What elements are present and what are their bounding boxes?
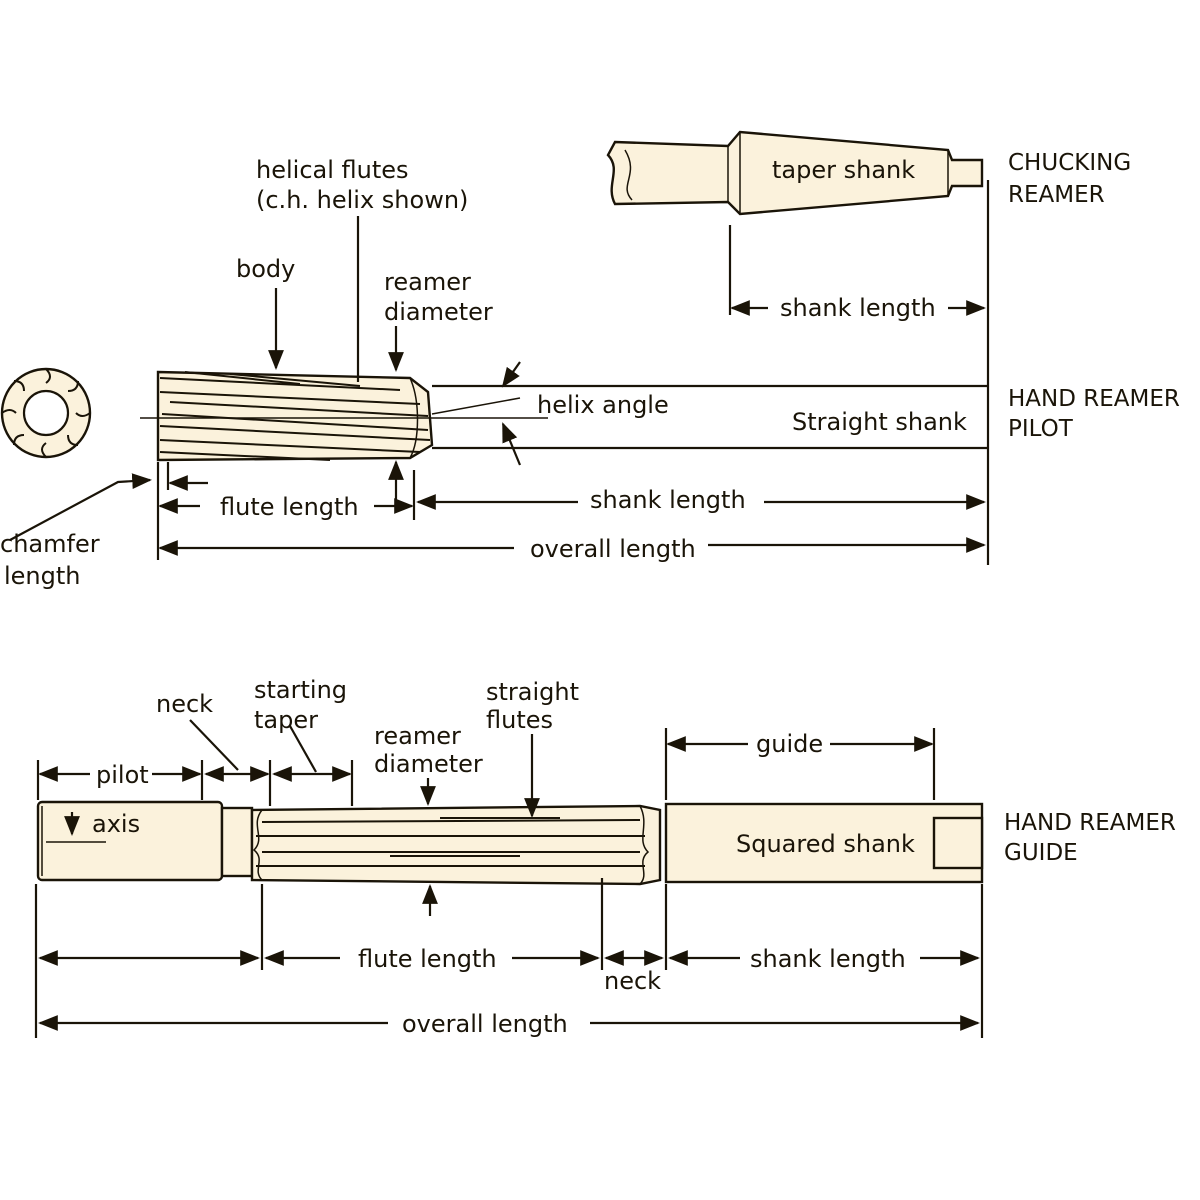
hand-reamer-pilot-title: HAND REAMER — [1008, 386, 1180, 412]
chamfer-length-label: length — [4, 562, 81, 590]
top-shank-length-label: shank length — [590, 486, 746, 514]
reamer-diameter-label-2: diameter — [384, 298, 493, 326]
helix-angle-arrow-bottom — [501, 422, 522, 466]
straight-shank-label: Straight shank — [792, 408, 967, 436]
chamfer-leader — [9, 473, 152, 541]
squared-shank-section — [664, 802, 984, 884]
pilot-caps-label: PILOT — [1008, 416, 1074, 442]
bottom-flute-length-label: flute length — [358, 945, 497, 973]
neck-leader — [189, 719, 239, 771]
bottom-shank-length-label: shank length — [750, 945, 906, 973]
taper-leader — [289, 725, 317, 773]
hand-reamer-guide-title: HAND REAMER — [1004, 810, 1176, 836]
axis-label: axis — [92, 810, 140, 838]
guide-caps-label: GUIDE — [1004, 840, 1078, 866]
upper-shank-length-label: shank length — [780, 294, 936, 322]
squared-shank-label: Squared shank — [736, 830, 915, 858]
bottom-overall-length-label: overall length — [402, 1010, 568, 1038]
taper-label: taper — [254, 706, 318, 734]
body-label: body — [236, 255, 295, 283]
flutes-label: flutes — [486, 706, 553, 734]
reamer-end-view — [0, 367, 92, 459]
neck-section — [220, 806, 254, 878]
chamfer-label: chamfer — [0, 530, 100, 558]
starting-label: starting — [254, 676, 347, 704]
bottom-neck-label: neck — [604, 967, 661, 995]
straight-label: straight — [486, 678, 579, 706]
chucking-label: CHUCKING — [1008, 150, 1131, 176]
helix-angle-line — [431, 397, 521, 415]
helix-angle-label: helix angle — [537, 391, 669, 419]
neck-label: neck — [156, 690, 213, 718]
straight-fluted-body — [250, 804, 662, 886]
taper-shank-label: taper shank — [772, 156, 915, 184]
top-overall-length-label: overall length — [530, 535, 696, 563]
top-flute-length-label: flute length — [220, 493, 359, 521]
helix-angle-arrow-top — [501, 361, 521, 388]
chucking-reamer-label: REAMER — [1008, 182, 1105, 208]
bottom-reamer-label-2: diameter — [374, 750, 483, 778]
helix-shown-label: (c.h. helix shown) — [256, 186, 468, 214]
bottom-reamer-label-1: reamer — [374, 722, 461, 750]
guide-label: guide — [756, 730, 823, 758]
helical-fluted-body — [156, 370, 434, 462]
helical-flutes-label: helical flutes — [256, 156, 409, 184]
reamer-diameter-label-1: reamer — [384, 268, 471, 296]
taper-shank-shape — [606, 130, 984, 216]
pilot-label: pilot — [96, 761, 149, 789]
